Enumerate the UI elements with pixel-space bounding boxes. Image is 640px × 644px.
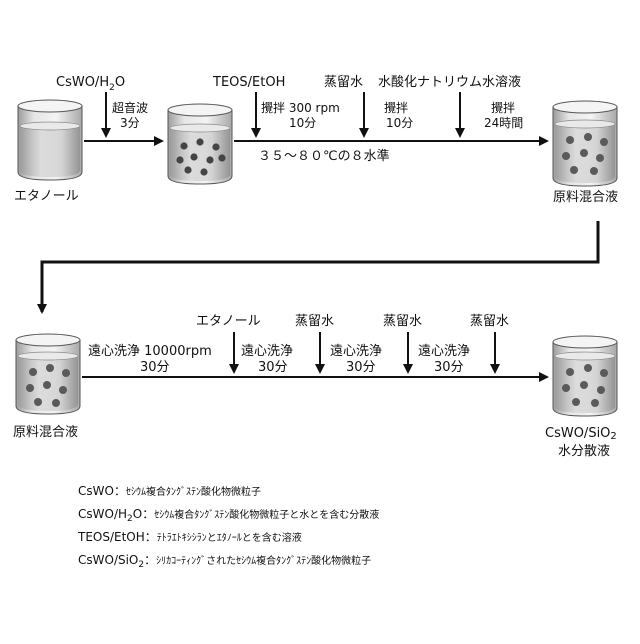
legend-item-4: CsWO/SiO2：ｼﾘｶｺｰﾃｨﾝｸﾞされたｾｼｳﾑ複合ﾀﾝｸﾞｽﾃﾝ酸化物微… bbox=[78, 553, 371, 570]
reagent-cswo-h2o: CsWO/H2O bbox=[56, 75, 125, 93]
reagent-teos-etoh: TEOS/EtOH bbox=[212, 75, 285, 90]
cond-centrifuge-3: 遠心洗浄 bbox=[330, 344, 382, 359]
reagent-distilled-water-4: 蒸留水 bbox=[470, 314, 509, 329]
beaker-raw-mixture-label-2: 原料混合液 bbox=[13, 425, 78, 440]
reagent-naoh: 水酸化ナトリウム水溶液 bbox=[378, 75, 521, 90]
cond-centrifuge-1-time: 30分 bbox=[140, 360, 170, 375]
legend-item-2: CsWO/H2O：ｾｼｳﾑ複合ﾀﾝｸﾞｽﾃﾝ酸化物微粒子と水とを含む分散液 bbox=[78, 507, 379, 524]
legend: CsWO：ｾｼｳﾑ複合ﾀﾝｸﾞｽﾃﾝ酸化物微粒子 CsWO/H2O：ｾｼｳﾑ複合… bbox=[77, 484, 379, 570]
cond-stir: 攪拌 bbox=[384, 100, 408, 115]
final-product-label-2: 水分散液 bbox=[558, 444, 610, 459]
final-product-label-1: CsWO/SiO2 bbox=[545, 426, 617, 442]
beaker-raw-mixture-2 bbox=[16, 334, 80, 414]
cond-centrifuge-1: 遠心洗浄 10000rpm bbox=[88, 344, 212, 359]
temperature-note: ３５～８０℃の８水準 bbox=[258, 148, 390, 164]
cond-centrifuge-2-time: 30分 bbox=[258, 360, 288, 375]
cond-stir-24: 攪拌 bbox=[491, 100, 515, 115]
beaker-ethanol bbox=[18, 100, 82, 180]
cond-stir-time: 10分 bbox=[386, 116, 413, 130]
beaker-raw-mixture-1 bbox=[553, 101, 617, 186]
cond-centrifuge-3-time: 30分 bbox=[346, 360, 376, 375]
reagent-distilled-water-2: 蒸留水 bbox=[295, 314, 334, 329]
cond-centrifuge-2: 遠心洗浄 bbox=[241, 344, 293, 359]
cond-ultrasonic: 超音波 bbox=[112, 100, 148, 115]
legend-item-3: TEOS/EtOH：ﾃﾄﾗｴﾄｷｼｼﾗﾝとｴﾀﾉｰﾙとを含む溶液 bbox=[77, 530, 302, 544]
cond-stir-24-time: 24時間 bbox=[484, 116, 523, 130]
beaker-mixing bbox=[168, 104, 232, 184]
cond-centrifuge-4: 遠心洗浄 bbox=[418, 344, 470, 359]
beaker-final-dispersion bbox=[553, 336, 617, 416]
connector-row1-row2 bbox=[42, 221, 598, 312]
beaker-ethanol-label: エタノール bbox=[14, 189, 79, 204]
reagent-ethanol: エタノール bbox=[196, 314, 261, 329]
cond-stir-300-time: 10分 bbox=[289, 116, 316, 130]
reagent-distilled-water-3: 蒸留水 bbox=[383, 314, 422, 329]
legend-item-1: CsWO：ｾｼｳﾑ複合ﾀﾝｸﾞｽﾃﾝ酸化物微粒子 bbox=[78, 484, 261, 498]
cond-ultrasonic-time: 3分 bbox=[120, 116, 140, 130]
reagent-distilled-water-1: 蒸留水 bbox=[324, 75, 363, 90]
cond-centrifuge-4-time: 30分 bbox=[434, 360, 464, 375]
beaker-raw-mixture-label-1: 原料混合液 bbox=[553, 190, 618, 205]
cond-stir-300: 攪拌 300 rpm bbox=[261, 100, 340, 115]
